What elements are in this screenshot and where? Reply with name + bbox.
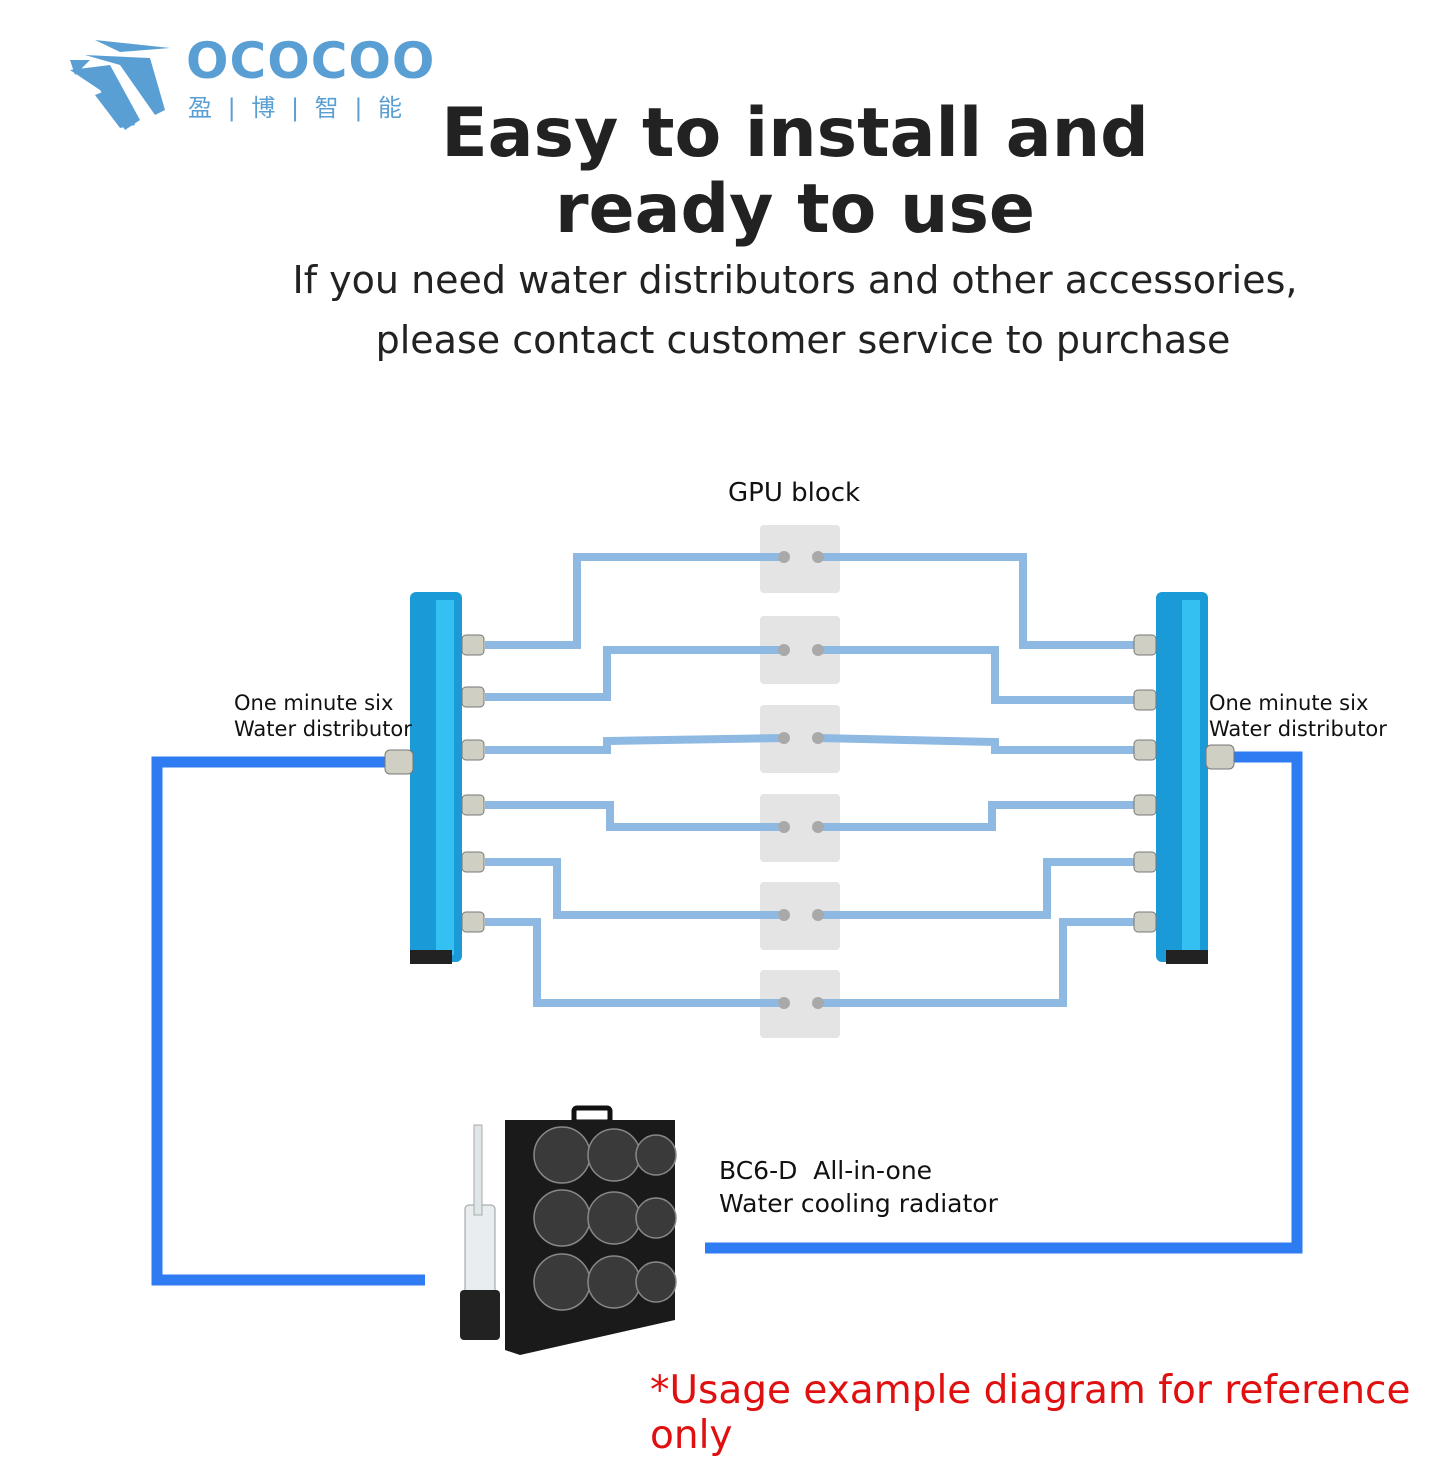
title-line-2: ready to use — [554, 170, 1036, 249]
reference-note: *Usage example diagram for reference onl… — [650, 1368, 1411, 1458]
right-distributor-label: One minute six Water distributor — [1209, 690, 1387, 742]
gpu-blocks — [760, 525, 840, 1038]
gpu-ports — [778, 551, 824, 1009]
gpu-block — [760, 882, 840, 950]
thin-pipes — [485, 553, 1135, 1007]
gpu-block — [760, 794, 840, 862]
gpu-block — [760, 970, 840, 1038]
radiator-label-line-1: BC6-D All-in-one — [719, 1156, 933, 1185]
left-distributor-label: One minute six Water distributor — [234, 690, 412, 742]
logo-chinese: 盈 | 博 | 智 | 能 — [188, 94, 407, 122]
gpu-block — [760, 616, 840, 684]
page-title: Easy to install and ready to use — [0, 96, 1440, 248]
gpu-block-label: GPU block — [728, 478, 861, 508]
radiator-label-line-2: Water cooling radiator — [719, 1189, 998, 1218]
gpu-block — [760, 525, 840, 593]
main-loop-pipes — [151, 751, 1303, 1286]
radiator-image — [460, 1105, 677, 1355]
left-distributor-label-line-2: Water distributor — [234, 717, 412, 741]
logo-text: OCOCOO — [186, 32, 436, 90]
right-distributor — [1133, 592, 1235, 964]
right-distributor-label-line-2: Water distributor — [1209, 717, 1387, 741]
right-distributor-label-line-1: One minute six — [1209, 691, 1369, 715]
left-distributor — [384, 592, 485, 964]
gpu-block — [760, 705, 840, 773]
subtitle-line-2: please contact customer service to purch… — [375, 318, 1231, 362]
left-distributor-label-line-1: One minute six — [234, 691, 394, 715]
subtitle-line-1: If you need water distributors and other… — [292, 258, 1298, 302]
radiator-label: BC6-D All-in-one Water cooling radiator — [719, 1154, 998, 1220]
title-line-1: Easy to install and — [441, 94, 1149, 173]
